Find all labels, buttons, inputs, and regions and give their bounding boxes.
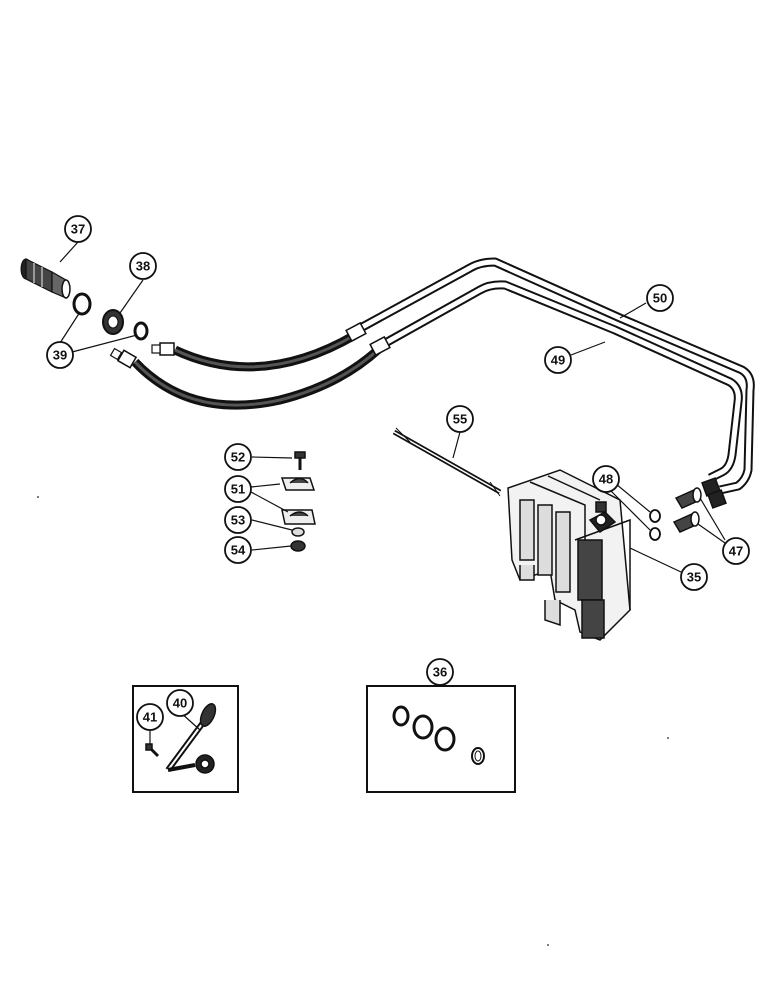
callout-54: 54 (224, 536, 252, 564)
svg-text:38: 38 (136, 259, 150, 274)
svg-text:51: 51 (231, 482, 245, 497)
clamp-part-51b (281, 509, 316, 525)
callout-52: 52 (224, 443, 252, 471)
steel-tube-50 (352, 257, 755, 495)
svg-text:40: 40 (173, 696, 187, 711)
seal-kit-ring-4 (471, 747, 485, 765)
callout-38: 38 (129, 252, 157, 280)
svg-text:37: 37 (71, 222, 85, 237)
seal-kit-ring-1 (392, 705, 410, 727)
steel-tube-49 (377, 280, 743, 483)
svg-text:39: 39 (53, 348, 67, 363)
svg-text:41: 41 (143, 710, 157, 725)
callout-55: 55 (446, 405, 474, 433)
callout-37: 37 (64, 215, 92, 243)
svg-text:54: 54 (231, 543, 246, 558)
washer-part-53 (291, 527, 305, 537)
inset-box-seal-kit (366, 685, 516, 793)
seal-kit-ring-2 (412, 714, 434, 740)
screw-part-41 (145, 743, 160, 758)
svg-text:48: 48 (599, 472, 613, 487)
callout-40: 40 (166, 689, 194, 717)
tube-nut-fittings (701, 477, 727, 509)
callout-53: 53 (224, 506, 252, 534)
svg-text:52: 52 (231, 450, 245, 465)
svg-text:36: 36 (433, 665, 447, 680)
seal-ring-part-39b (133, 321, 149, 341)
adapter-fitting-part-47b (672, 511, 700, 533)
callout-49: 49 (544, 346, 572, 374)
callout-51: 51 (224, 475, 252, 503)
svg-text:55: 55 (453, 412, 467, 427)
svg-text:53: 53 (231, 513, 245, 528)
seal-kit-ring-3 (434, 726, 456, 752)
o-ring-part-48b (649, 527, 661, 541)
clamp-part-51a (280, 477, 316, 491)
control-valve-part-35 (507, 469, 631, 641)
callout-36: 36 (426, 658, 454, 686)
adapter-fitting-part-47a (674, 487, 702, 509)
tie-rod-part-55 (392, 427, 502, 497)
hydraulic-hose-upper (151, 321, 367, 372)
callout-47: 47 (722, 537, 750, 565)
svg-text:35: 35 (687, 570, 701, 585)
quick-coupler-part-37 (20, 258, 71, 299)
seal-part-38 (102, 309, 124, 335)
seal-ring-part-39a (72, 292, 92, 316)
leader-lines (59, 241, 726, 744)
callout-39: 39 (46, 341, 74, 369)
callout-35: 35 (680, 563, 708, 591)
callout-50: 50 (646, 284, 674, 312)
nut-part-54 (290, 540, 306, 552)
hydraulic-hose-lower (109, 335, 391, 410)
o-ring-part-48a (649, 509, 661, 523)
svg-text:50: 50 (653, 291, 667, 306)
bolt-part-52 (294, 451, 306, 470)
scan-specks (37, 496, 669, 946)
svg-text:47: 47 (729, 544, 743, 559)
svg-text:49: 49 (551, 353, 565, 368)
callout-41: 41 (136, 703, 164, 731)
callout-48: 48 (592, 465, 620, 493)
